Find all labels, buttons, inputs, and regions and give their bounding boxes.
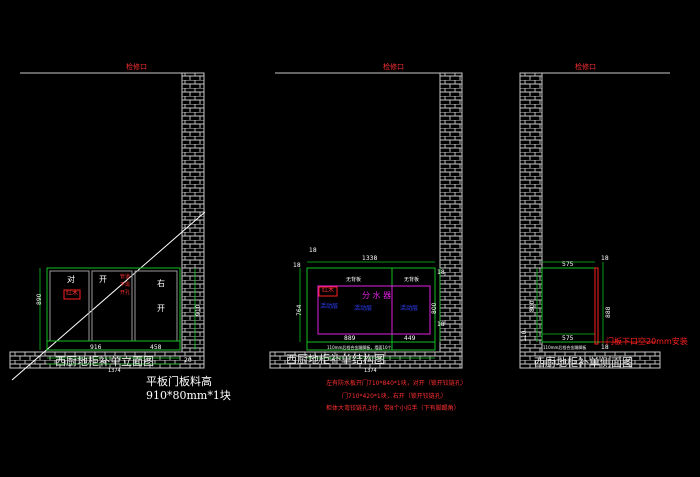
side-title: 西厨地柜补单侧面图 <box>534 356 633 369</box>
front-diagonal-line <box>11 211 206 381</box>
front-door-label-1: 对 <box>67 275 75 284</box>
side-view <box>519 72 670 369</box>
structure-cabinet <box>299 261 441 359</box>
structure-bottom-note: 110mm后档合金踢脚板，墙面10个 <box>327 345 392 350</box>
structure-floor-slab <box>269 351 463 369</box>
front-note-line-1: 平板门板料高 <box>146 375 212 388</box>
side-wall <box>519 72 543 361</box>
front-opening-label: 检修口 <box>126 63 147 71</box>
structure-dim-left-height: 764 <box>296 304 303 316</box>
side-dim-top-small: 18 <box>601 255 609 262</box>
front-dim-bottom-gap: 20 <box>184 357 192 364</box>
structure-magenta-frame <box>317 285 431 335</box>
side-dim-kick: 110 <box>521 330 528 342</box>
structure-blue-label-2: 活动层 <box>354 305 373 312</box>
structure-dim-top-width: 1338 <box>362 255 378 262</box>
front-red-box-label: 红木 <box>66 290 79 297</box>
structure-view <box>269 72 463 369</box>
front-dim-left-height: 890 <box>36 293 43 305</box>
side-dim-right-height: 888 <box>605 306 612 318</box>
structure-dim-right-top: 18 <box>437 269 445 276</box>
structure-title: 西厨地柜补单结构图 <box>286 353 385 366</box>
structure-dim-inner-width: 889 <box>344 335 356 342</box>
structure-red-box <box>318 286 338 297</box>
structure-dim-right-bottom: 18 <box>437 321 445 328</box>
side-door-panel <box>594 267 599 345</box>
structure-opening-label: 检修口 <box>383 63 404 71</box>
structure-wall <box>439 72 463 361</box>
side-dim-left-height: 800 <box>529 300 536 312</box>
front-red-note-2: 不需 <box>120 282 131 288</box>
side-small-note: 110mm后档合金踢脚板 <box>543 345 587 350</box>
front-dim-width-a: 916 <box>90 344 102 351</box>
structure-dim-total: 1374 <box>364 368 377 374</box>
front-note-line-2: 910*80mm*1块 <box>146 389 231 402</box>
structure-dim-right-height: 800 <box>431 302 438 314</box>
structure-shelf-label-2: 无背板 <box>404 277 420 283</box>
side-dim-top-width: 575 <box>562 261 574 268</box>
structure-shelf-label-1: 无背板 <box>346 277 362 283</box>
structure-red-note-1: 左有防水板开门710*840*1块，对开（锁开铰链孔） <box>326 380 467 387</box>
structure-blue-label-1: 活动层 <box>320 303 339 310</box>
structure-dim-inner-b: 449 <box>404 335 416 342</box>
front-door-label-4: 开 <box>157 304 165 313</box>
side-dim-bottom-width: 575 <box>562 335 574 342</box>
structure-center-label: 分 水 器 <box>362 291 392 300</box>
structure-red-note-3: 柜体大弯铰链孔3付，带8个小拉手（下有脚踢角） <box>326 405 460 412</box>
side-floor-slab <box>519 351 661 369</box>
front-door-label-3: 右 <box>157 279 165 288</box>
front-red-note-1: 管道 <box>120 274 131 280</box>
side-red-note: 门板下口空20mm安装 <box>606 337 688 346</box>
front-cabinet <box>46 267 181 351</box>
structure-dim-top-a: 18 <box>309 247 317 254</box>
side-cabinet <box>536 261 604 344</box>
side-dim-bottom-small: 18 <box>601 344 609 351</box>
front-title: 西厨地柜补单立面图 <box>55 355 154 368</box>
front-wall <box>181 72 205 361</box>
front-red-box <box>63 289 81 300</box>
structure-red-box-label: 红木 <box>322 287 335 294</box>
front-dim-total: 1374 <box>108 368 121 374</box>
front-door-label-2: 开 <box>99 275 107 284</box>
front-elevation-view <box>9 72 206 381</box>
structure-red-note-2: 门710*420*1块，右开（锁开铰链孔） <box>342 393 447 400</box>
front-red-note-3: 开孔 <box>120 290 131 296</box>
structure-blue-label-3: 活动层 <box>400 305 419 312</box>
structure-dim-top-b: 18 <box>293 262 301 269</box>
front-dim-width-b: 458 <box>150 344 162 351</box>
front-dim-right-height: 910 <box>195 304 202 316</box>
side-opening-label: 检修口 <box>575 63 596 71</box>
